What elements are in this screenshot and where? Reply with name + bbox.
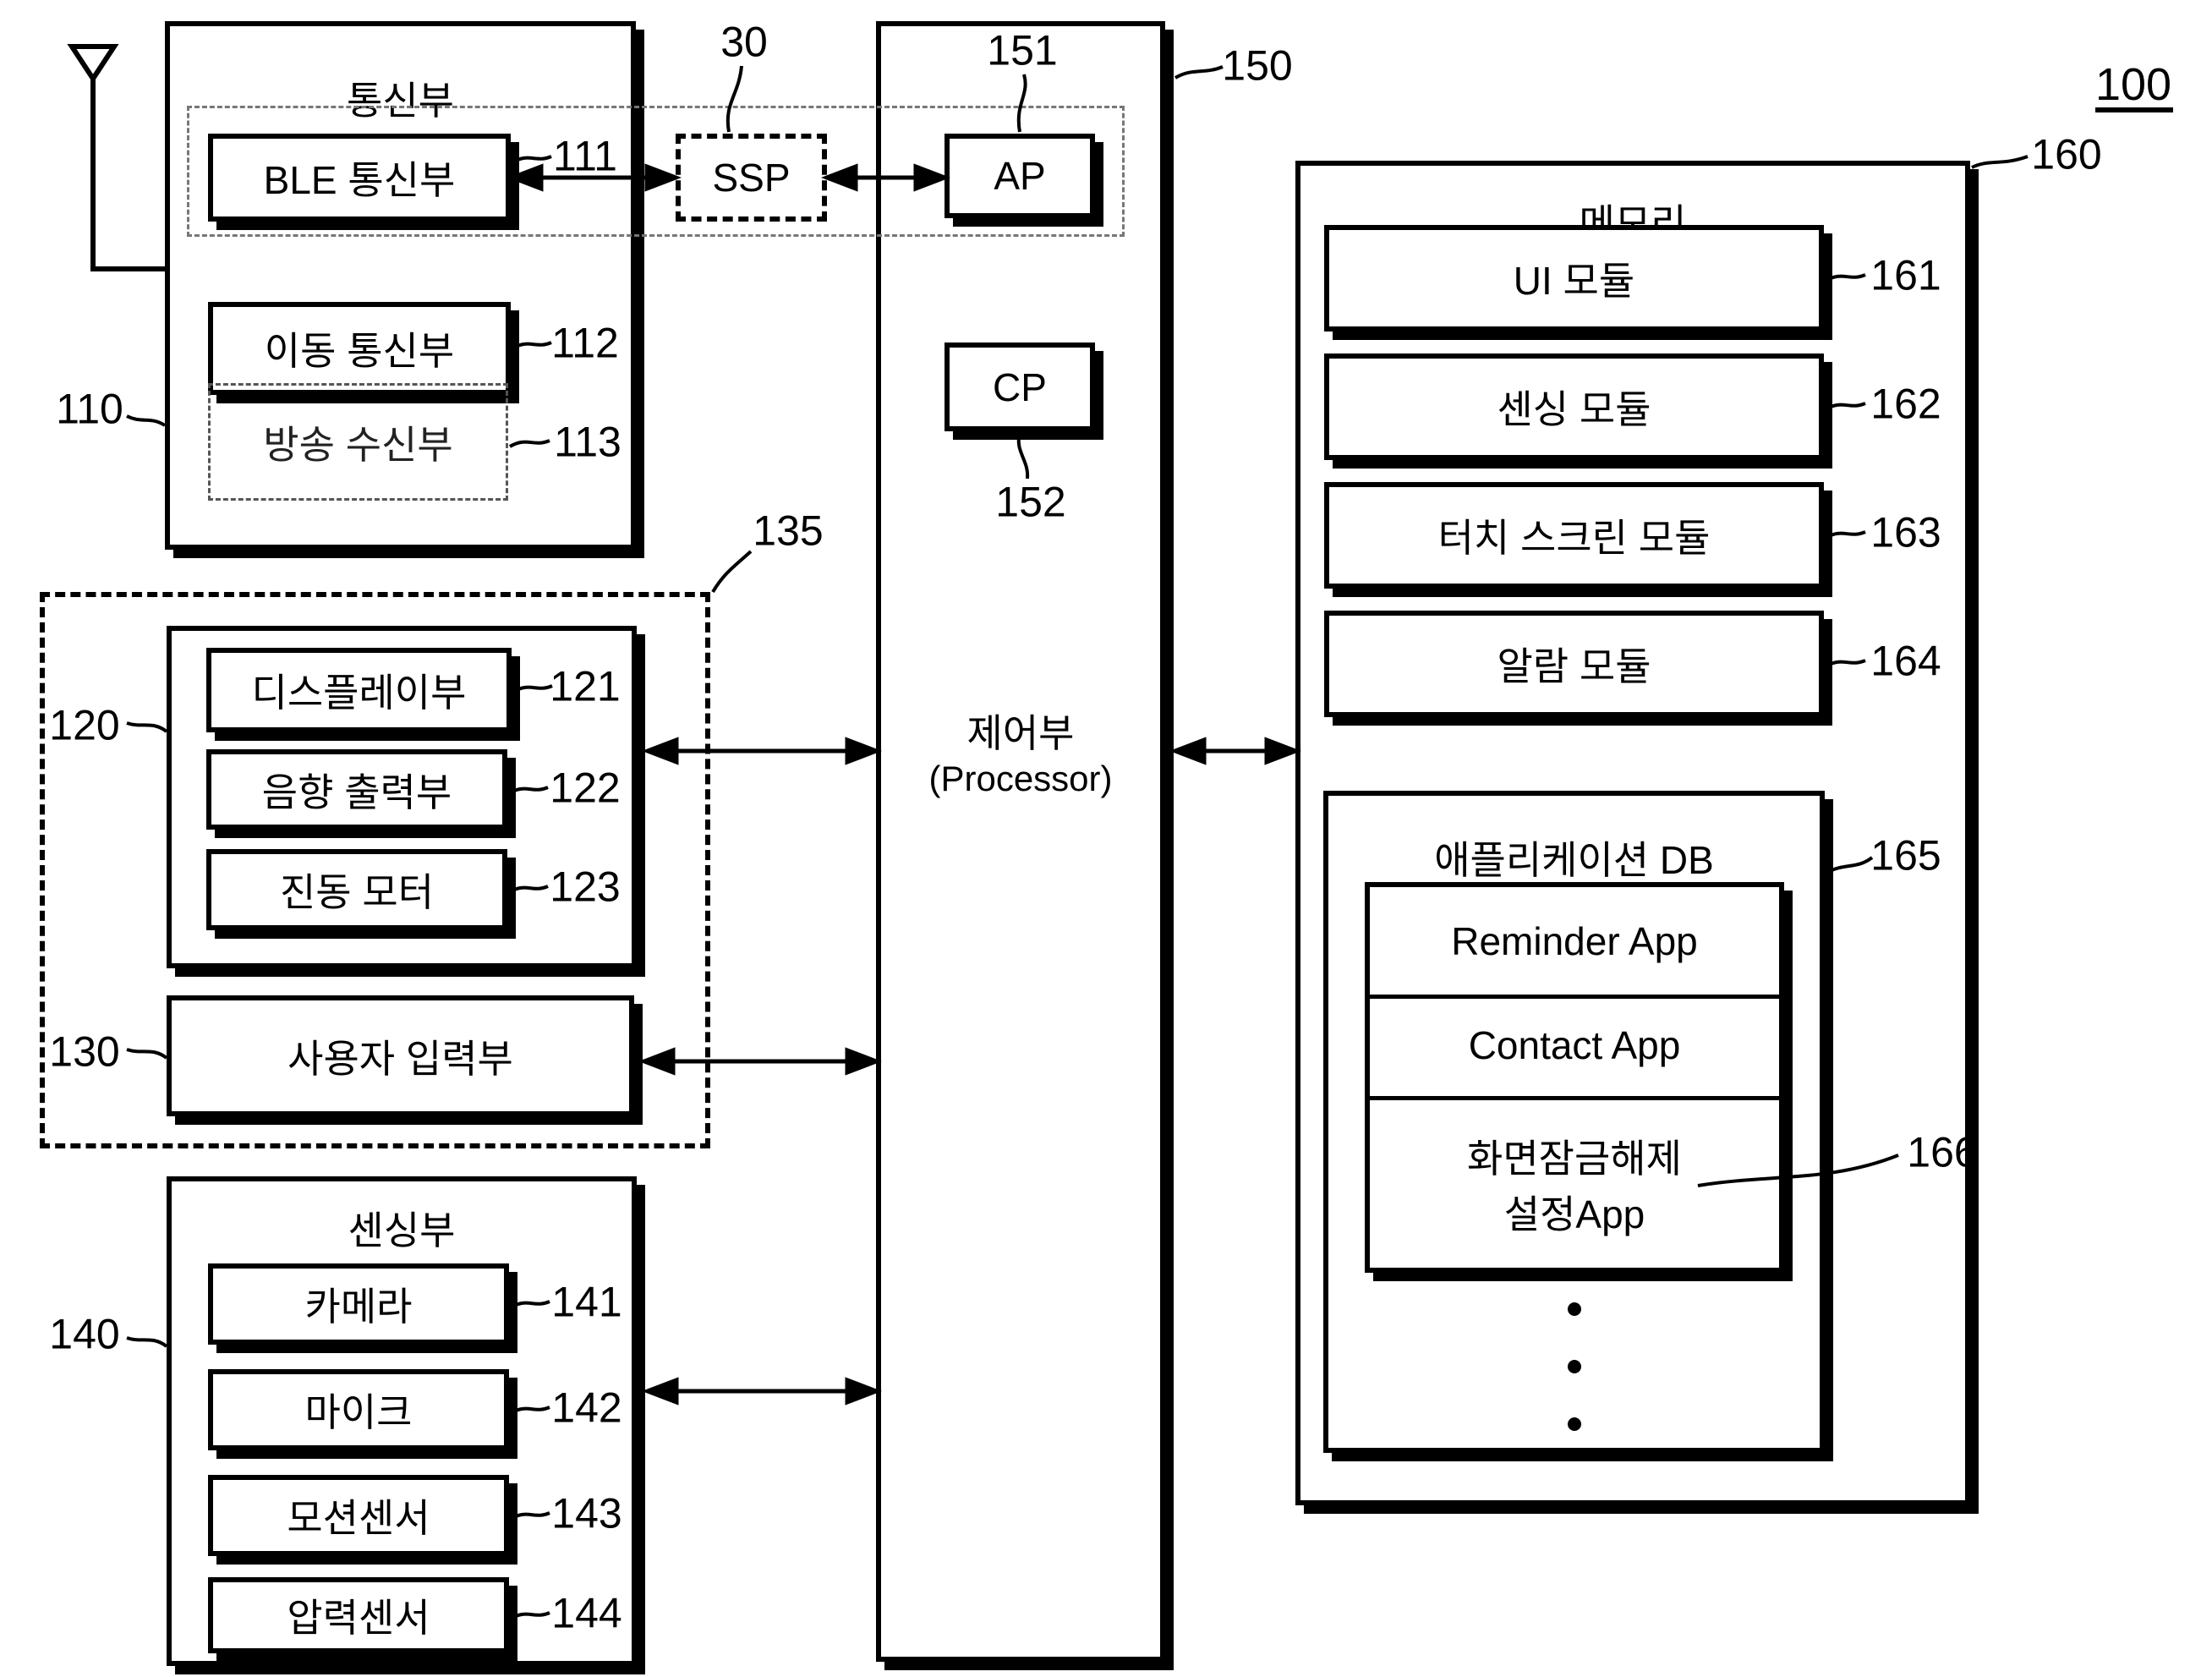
ref-100: 100: [2095, 58, 2171, 111]
ref-166: 166: [1907, 1128, 1977, 1177]
ellipsis-dot-1: [1568, 1302, 1581, 1316]
ref-110: 110: [56, 385, 123, 434]
leader-140: [127, 1338, 167, 1346]
sensing-module-label: 센싱 모듈: [1497, 379, 1651, 435]
sound-output-box: 음향 출력부: [206, 749, 507, 830]
ref-112: 112: [551, 319, 619, 368]
microphone-box: 마이크: [208, 1369, 509, 1450]
leader-135: [713, 551, 751, 592]
arrow-processor-memory: [1175, 740, 1295, 762]
ellipsis-dot-3: [1568, 1417, 1581, 1431]
ref-162: 162: [1870, 380, 1941, 429]
ref-144: 144: [551, 1589, 621, 1638]
camera-label: 카메라: [305, 1276, 413, 1332]
ref-163: 163: [1870, 508, 1941, 557]
processor-title-line1: 제어부: [881, 703, 1160, 759]
microphone-label: 마이크: [305, 1382, 413, 1438]
app-row-reminder: Reminder App: [1370, 887, 1779, 995]
ui-module-box: UI 모듈: [1324, 225, 1824, 332]
ble-communication-label: BLE 통신부: [264, 150, 456, 206]
ble-communication-box: BLE 통신부: [208, 134, 511, 222]
ref-165: 165: [1870, 831, 1941, 880]
arrow-sensing-processor: [648, 1380, 876, 1402]
ap-box: AP: [944, 134, 1095, 218]
ui-module-label: UI 모듈: [1514, 250, 1634, 306]
contact-app-label: Contact App: [1469, 1022, 1681, 1068]
app-row-contact: Contact App: [1370, 999, 1779, 1092]
motion-sensor-box: 모션센서: [208, 1475, 509, 1556]
ref-130: 130: [49, 1028, 119, 1077]
user-input-box: 사용자 입력부: [167, 995, 634, 1116]
ref-122: 122: [550, 764, 620, 813]
pressure-sensor-box: 압력센서: [208, 1577, 509, 1653]
sound-output-label: 음향 출력부: [262, 762, 452, 818]
app-row-lock-settings: 화면잠금해제 설정App: [1370, 1100, 1779, 1268]
ref-113: 113: [554, 418, 621, 467]
ref-143: 143: [551, 1489, 621, 1538]
ap-label: AP: [994, 153, 1045, 199]
motion-sensor-label: 모션센서: [287, 1488, 430, 1543]
cp-label: CP: [993, 364, 1047, 410]
ref-160: 160: [2031, 130, 2101, 179]
alarm-module-label: 알람 모듈: [1497, 636, 1651, 692]
processor-title-line2: (Processor): [881, 759, 1160, 799]
alarm-module-box: 알람 모듈: [1324, 611, 1824, 717]
cp-box: CP: [944, 343, 1095, 431]
ref-152: 152: [995, 478, 1065, 527]
ellipsis-dot-2: [1568, 1360, 1581, 1373]
pressure-sensor-label: 압력센서: [287, 1587, 430, 1643]
leader-160: [1972, 156, 2028, 167]
ref-121: 121: [550, 662, 620, 711]
reminder-app-label: Reminder App: [1451, 918, 1698, 964]
lock-app-label-line2: 설정App: [1504, 1184, 1645, 1240]
ref-151: 151: [987, 26, 1057, 75]
ssp-label: SSP: [712, 155, 790, 200]
display-unit-box: 디스플레이부: [206, 648, 512, 732]
ref-150: 150: [1222, 41, 1292, 90]
broadcast-receiver-box: 방송 수신부: [208, 383, 508, 501]
sensing-module-box: 센싱 모듈: [1324, 353, 1824, 460]
application-db-title: 애플리케이션 DB: [1328, 830, 1820, 885]
processor-title: 제어부 (Processor): [881, 703, 1160, 799]
lock-app-label-line1: 화면잠금해제: [1467, 1128, 1682, 1184]
vibration-motor-box: 진동 모터: [206, 849, 507, 930]
mobile-communication-box: 이동 통신부: [208, 302, 511, 395]
ref-164: 164: [1870, 637, 1941, 686]
touch-screen-module-box: 터치 스크린 모듈: [1324, 482, 1824, 589]
ref-30: 30: [720, 18, 768, 67]
camera-box: 카메라: [208, 1263, 509, 1345]
ref-140: 140: [49, 1310, 119, 1359]
leader-110: [127, 416, 165, 425]
sensing-unit-title: 센싱부: [172, 1200, 632, 1256]
app-table: Reminder App Contact App 화면잠금해제 설정App: [1365, 882, 1784, 1273]
mobile-communication-label: 이동 통신부: [265, 321, 454, 376]
broadcast-receiver-label: 방송 수신부: [263, 414, 452, 470]
antenna-icon: [72, 47, 165, 269]
ref-111: 111: [553, 132, 617, 181]
ref-161: 161: [1870, 251, 1941, 300]
vibration-motor-label: 진동 모터: [280, 862, 434, 918]
display-unit-label: 디스플레이부: [252, 662, 467, 718]
touch-screen-module-label: 터치 스크린 모듈: [1438, 507, 1711, 563]
ref-135: 135: [753, 507, 823, 556]
ref-141: 141: [551, 1278, 621, 1327]
leader-150: [1175, 67, 1223, 78]
processor-box: 제어부 (Processor): [876, 21, 1165, 1662]
ref-120: 120: [49, 701, 119, 750]
ref-142: 142: [551, 1384, 621, 1433]
user-input-label: 사용자 입력부: [287, 1028, 513, 1084]
ref-123: 123: [550, 863, 620, 912]
ssp-box: SSP: [676, 134, 827, 222]
